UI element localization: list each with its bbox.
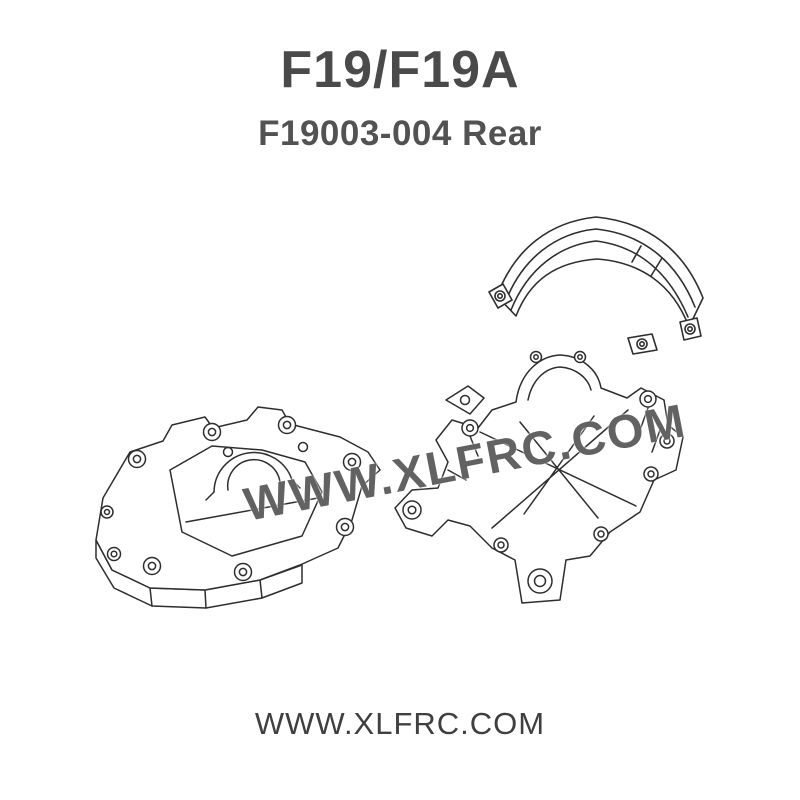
gearbox-housing-left-drawing	[95, 406, 381, 609]
gear-cover-drawing	[488, 216, 704, 355]
page-title: F19/F19A	[280, 41, 520, 99]
page-subtitle: F19003-004 Rear	[258, 114, 542, 153]
footer-url: WWW.XLFRC.COM	[254, 706, 546, 741]
gearbox-housing-right-drawing	[394, 350, 684, 604]
